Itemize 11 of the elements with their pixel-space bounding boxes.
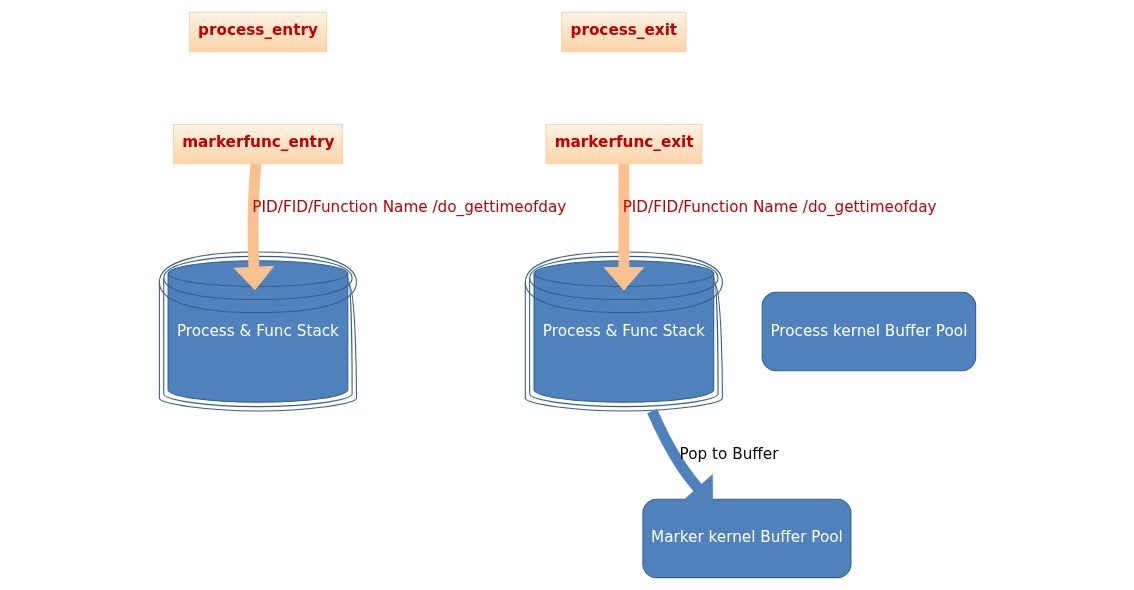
node-box: process_entry xyxy=(188,11,327,53)
node-box: Process kernel Buffer Pool xyxy=(761,291,976,372)
arrow xyxy=(602,164,644,291)
edge-label: PID/FID/Function Name /do_gettimeofday xyxy=(622,197,937,216)
edge-label: Pop to Buffer xyxy=(679,445,778,464)
node-box: process_exit xyxy=(560,11,686,53)
node-box: markerfunc_entry xyxy=(172,124,343,165)
edge-label: PID/FID/Function Name /do_gettimeofday xyxy=(251,197,566,216)
node-box: Marker kernel Buffer Pool xyxy=(641,498,851,579)
arrow xyxy=(232,163,274,291)
node-box: markerfunc_exit xyxy=(544,124,702,165)
